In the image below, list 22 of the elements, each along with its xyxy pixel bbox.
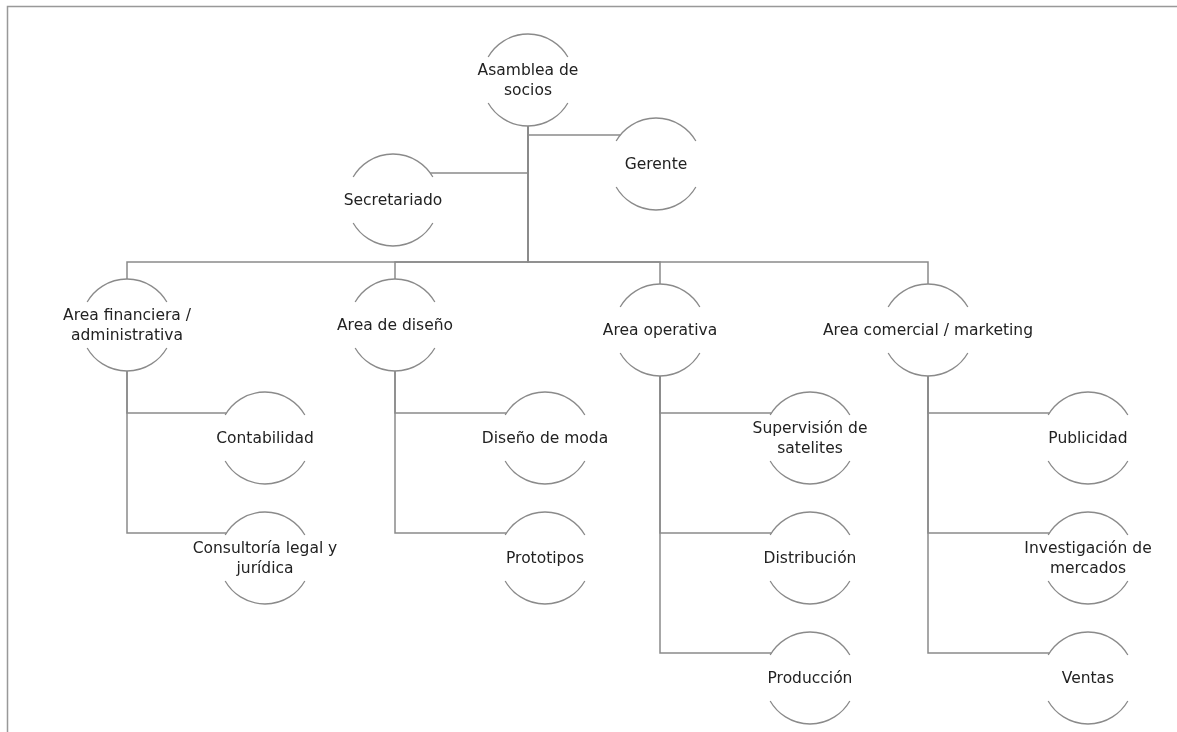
node-label: Area financiera / administrativa <box>62 304 192 346</box>
connector-line <box>927 375 1051 654</box>
node-label: Ventas <box>1061 667 1115 689</box>
node-label: Contabilidad <box>216 427 314 449</box>
connector-line <box>126 370 228 534</box>
node-label: Gerente <box>624 153 688 175</box>
node-label: Asamblea de socios <box>476 59 580 101</box>
node-label: Investigación de mercados <box>1023 537 1153 579</box>
node-label: Prototipos <box>506 547 584 569</box>
node-label: Area comercial / marketing <box>823 319 1033 341</box>
connector-line <box>527 125 929 285</box>
connector-line <box>394 370 508 534</box>
node-label: Area operativa <box>602 319 718 341</box>
node-label: Distribución <box>763 547 857 569</box>
connector-line <box>659 375 773 654</box>
node-label: Publicidad <box>1048 427 1128 449</box>
node-label: Secretariado <box>343 189 443 211</box>
node-label: Diseño de moda <box>481 427 609 449</box>
node-label: Producción <box>767 667 853 689</box>
node-label: Area de diseño <box>337 314 453 336</box>
node-label: Consultoría legal y jurídica <box>191 537 339 579</box>
node-label: Supervisión de satelites <box>751 417 869 459</box>
